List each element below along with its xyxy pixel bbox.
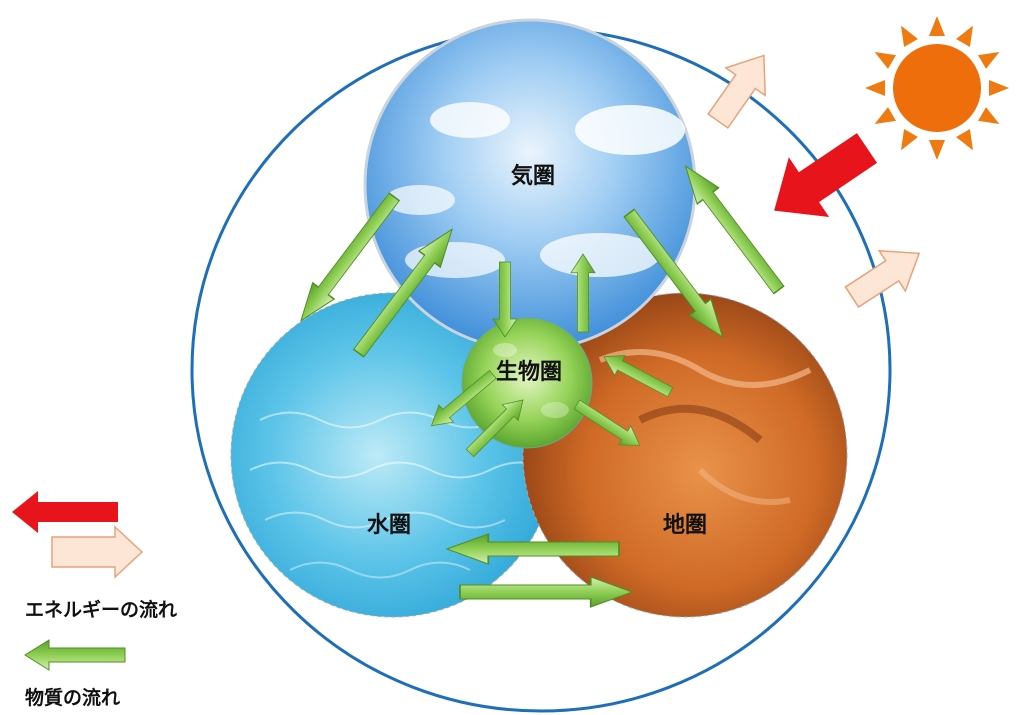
legend-material-arrow <box>24 639 126 671</box>
legend-energy-label: エネルギーの流れ <box>25 599 178 621</box>
biosphere-circle <box>461 317 593 449</box>
sun-icon <box>865 16 1009 160</box>
geosphere-label: 地圏 <box>663 513 707 538</box>
outgoing-energy-arrow <box>707 54 766 129</box>
biosphere-label: 生物圏 <box>496 359 562 385</box>
material-flow-arrow <box>674 157 791 299</box>
incoming-energy-arrow <box>774 133 878 217</box>
outgoing-energy-arrow <box>844 249 921 309</box>
hydrosphere-label: 水圏 <box>367 513 411 538</box>
legend-energy-in-arrow <box>12 491 118 533</box>
atmosphere-label: 気圏 <box>511 163 555 189</box>
legend-energy-out-arrow <box>51 525 144 579</box>
legend-material-label: 物質の流れ <box>25 687 121 709</box>
